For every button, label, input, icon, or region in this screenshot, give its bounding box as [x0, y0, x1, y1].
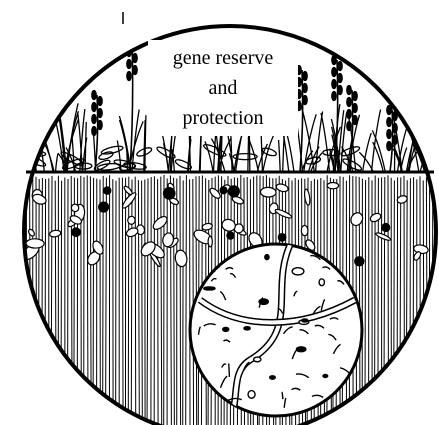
label-line-2: and: [209, 73, 238, 103]
label-line-3: protection: [182, 103, 263, 133]
gene-reserve-label: gene reserve and protection: [148, 40, 298, 136]
label-line-1: gene reserve: [173, 43, 274, 73]
magnified-soil-lens: [190, 244, 362, 418]
